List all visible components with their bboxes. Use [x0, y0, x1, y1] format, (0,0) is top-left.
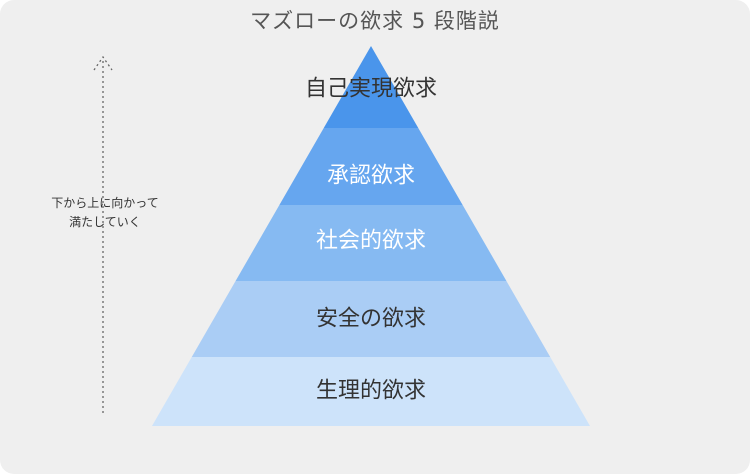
pyramid-level-self-actualization [323, 46, 419, 128]
pyramid-level-physiological [152, 357, 590, 426]
pyramid-level-label-safety: 安全の欲求 [316, 307, 426, 332]
pyramid-level-social [235, 205, 507, 281]
pyramid-level-label-self-actualization: 自己実現欲求 [305, 77, 437, 102]
axis-note-line-2: 満たしていく [69, 215, 141, 229]
pyramid-level-label-social: 社会的欲求 [316, 229, 426, 254]
diagram-title: マズローの欲求 5 段階説 [250, 9, 500, 33]
axis-note-line-1: 下から上に向かって [51, 196, 159, 210]
upward-arrow-head-icon [93, 55, 113, 71]
axis-note: 下から上に向かって 満たしていく [40, 194, 170, 232]
pyramid-level-safety [191, 281, 551, 357]
pyramid-level-esteem [279, 128, 463, 205]
pyramid-level-label-esteem: 承認欲求 [327, 164, 415, 189]
pyramid-level-label-physiological: 生理的欲求 [316, 379, 426, 404]
